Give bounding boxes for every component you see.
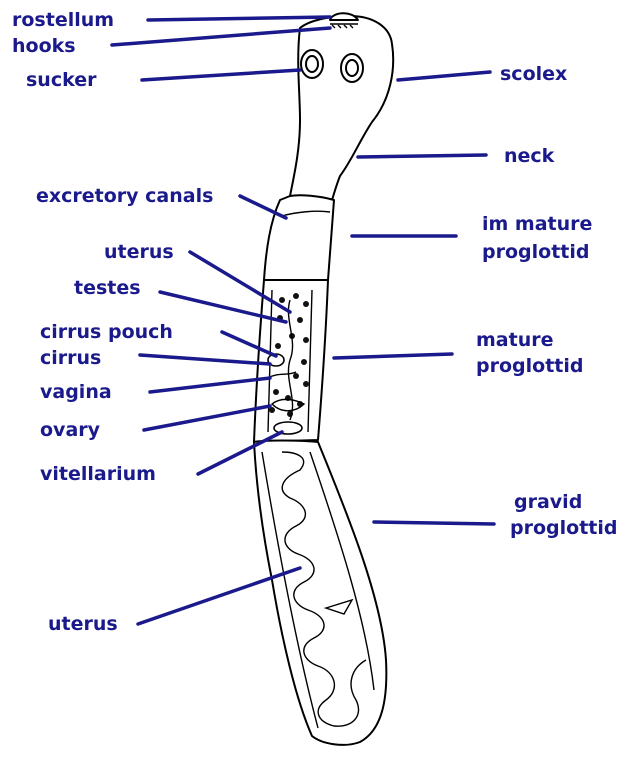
label-uterus-top: uterus	[104, 241, 174, 263]
rostellum-shape	[330, 13, 358, 20]
tapeworm-body	[254, 13, 393, 745]
label-rostellum: rostellum	[12, 9, 114, 31]
label-scolex: scolex	[500, 63, 567, 85]
leader-sucker	[142, 70, 300, 80]
label-excretory-canals: excretory canals	[36, 185, 213, 207]
label-vitellarium: vitellarium	[40, 463, 156, 485]
label-ovary: ovary	[40, 419, 101, 441]
label-gravid-proglottid: proglottid	[510, 517, 617, 539]
scolex-outline	[290, 16, 393, 200]
immature-proglottid-shape	[264, 195, 334, 280]
leader-gravid	[374, 522, 494, 524]
label-uterus-bottom: uterus	[48, 613, 118, 635]
leader-mature	[334, 354, 452, 358]
leader-ovary	[144, 406, 270, 430]
leader-scolex	[398, 72, 490, 80]
label-mature: mature	[476, 329, 553, 351]
sucker-right	[341, 54, 363, 82]
label-neck: neck	[504, 145, 555, 167]
leader-hooks	[112, 28, 330, 45]
label-vagina: vagina	[40, 381, 112, 403]
leader-vagina	[150, 378, 270, 392]
label-immature-proglottid: proglottid	[482, 241, 589, 263]
label-cirrus-pouch: cirrus pouch	[40, 321, 173, 343]
label-hooks: hooks	[12, 35, 76, 57]
label-sucker: sucker	[26, 69, 97, 91]
label-cirrus: cirrus	[40, 347, 101, 369]
label-mature-proglottid: proglottid	[476, 355, 583, 377]
gravid-proglottid-shape	[254, 441, 386, 745]
sucker-left	[301, 50, 323, 78]
leader-cirrus	[140, 355, 270, 364]
leader-neck	[358, 155, 486, 157]
label-immature: im mature	[482, 213, 592, 235]
leader-rostellum	[148, 17, 330, 20]
label-gravid: gravid	[514, 491, 582, 513]
label-testes: testes	[74, 277, 141, 299]
